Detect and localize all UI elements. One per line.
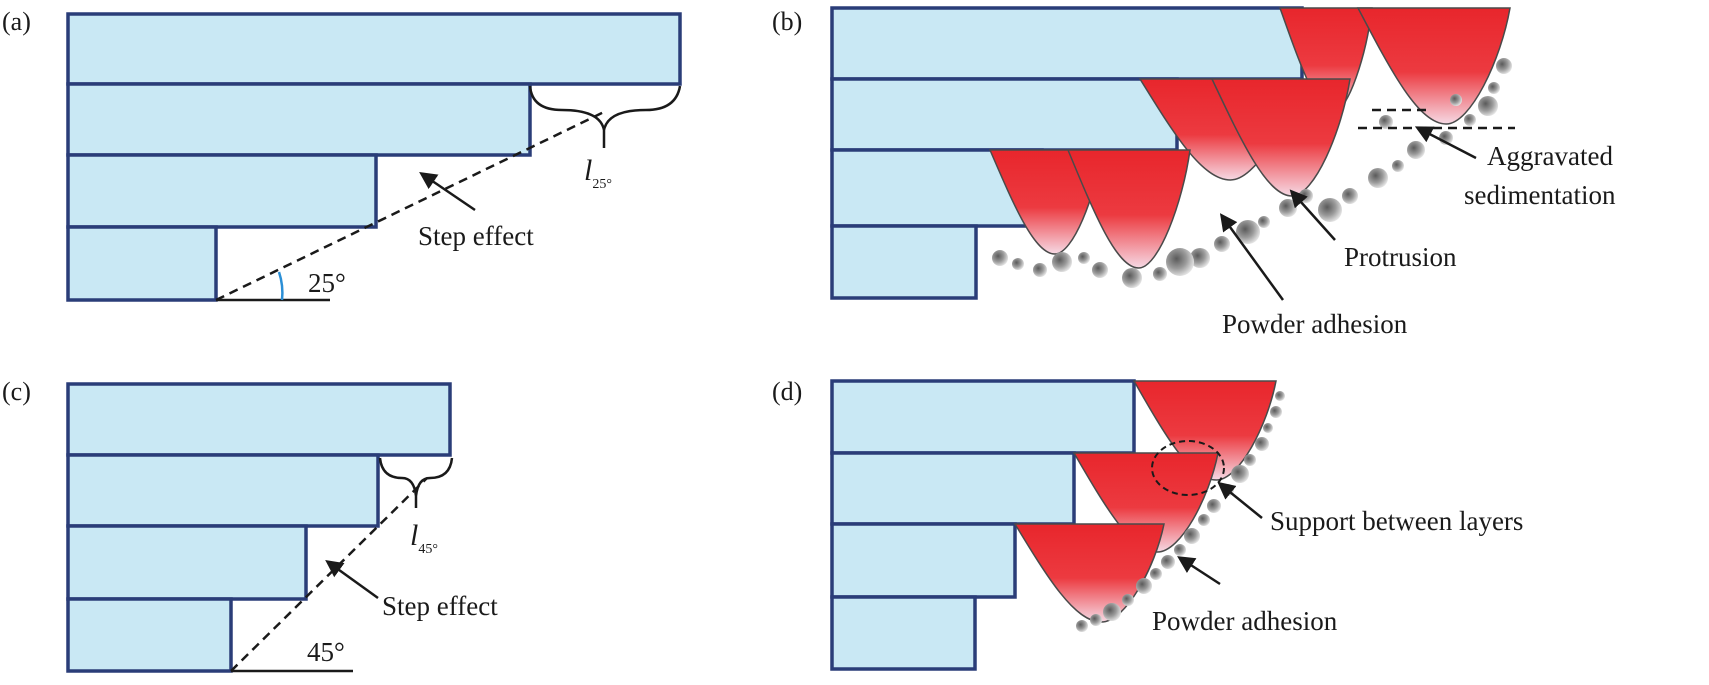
support-label: Support between layers: [1270, 506, 1523, 536]
melt-pool: [1132, 380, 1277, 481]
panel-c-letter: (c): [2, 377, 31, 406]
powder-particle: [1318, 198, 1342, 222]
inclination-line: [215, 110, 605, 302]
powder-particle: [1198, 514, 1210, 526]
powder-particle: [1012, 258, 1024, 270]
panel-a: (a) Step effect 25° l25°: [2, 7, 682, 302]
panel-a-letter: (a): [2, 7, 31, 36]
protrusion-label: Protrusion: [1344, 242, 1457, 272]
powder-particle: [1407, 141, 1425, 159]
powder-particle: [1263, 423, 1273, 433]
layer-2: [830, 451, 1076, 526]
powder-particle: [1379, 115, 1393, 129]
powder-particle: [1244, 454, 1256, 466]
powder-adhesion-arrow: [1177, 556, 1221, 586]
powder-particle: [1153, 267, 1167, 281]
layer-4: [830, 224, 978, 300]
powder-particle: [1150, 568, 1162, 580]
powder-particle: [1161, 555, 1175, 569]
melt-pools: [1013, 380, 1277, 623]
layer-1: [66, 12, 682, 86]
powder-particle: [1255, 437, 1269, 451]
powder-particle: [1136, 578, 1152, 594]
powder-particle: [1190, 248, 1210, 268]
layer-3: [66, 524, 308, 601]
powder-particle: [1236, 220, 1260, 244]
aggravated-sedimentation-arrow: [1414, 126, 1477, 160]
powder-particle: [1207, 499, 1221, 513]
powder-adhesion-label: Powder adhesion: [1222, 309, 1408, 339]
powder-particle: [992, 250, 1008, 266]
powder-particle: [1258, 216, 1270, 228]
powder-particle: [1078, 252, 1090, 264]
powder-particle: [1214, 236, 1230, 252]
layer-1: [830, 379, 1136, 455]
powder-particle: [1464, 114, 1476, 126]
layer-1: [66, 382, 452, 457]
step-length-brace: [528, 85, 682, 148]
powder-particle: [1392, 160, 1404, 172]
step-length-label: l45°: [410, 519, 438, 557]
melt-pool: [1072, 452, 1219, 553]
layer-4: [66, 225, 218, 302]
powder-particles: [1076, 391, 1285, 632]
layer-4: [66, 597, 233, 673]
powder-particle: [1342, 188, 1358, 204]
powder-particle: [1174, 544, 1186, 556]
powder-particle: [1496, 58, 1512, 74]
layer-3: [66, 153, 378, 229]
powder-particle: [1275, 391, 1285, 401]
panel-b-letter: (b): [772, 7, 802, 36]
powder-particle: [1103, 603, 1121, 621]
melt-pool: [1013, 523, 1165, 623]
step-effect-label: Step effect: [382, 591, 498, 621]
powder-particle: [1270, 406, 1282, 418]
step-length-brace: [378, 457, 454, 508]
aggravated-label-line2: sedimentation: [1464, 180, 1616, 210]
panel-b: (b) Aggravated sedimentation Protrusion …: [772, 6, 1616, 339]
angle-label: 45°: [307, 637, 345, 667]
layer-1: [830, 6, 1304, 81]
step-length-label: l25°: [584, 154, 612, 192]
panel-d-letter: (d): [772, 377, 802, 406]
layer-2: [66, 82, 532, 157]
powder-particle: [1076, 620, 1088, 632]
powder-particle: [1166, 248, 1194, 276]
melt-pools: [988, 7, 1511, 269]
powder-adhesion-arrow: [1219, 213, 1285, 301]
powder-particle: [1478, 96, 1498, 116]
powder-particle: [1279, 199, 1297, 217]
protrusion-arrow: [1289, 189, 1336, 241]
layer-4: [830, 595, 977, 671]
layer-2: [66, 453, 380, 528]
panel-d: (d) Support between layers Powder adhesi…: [772, 377, 1523, 671]
powder-particle: [1450, 94, 1462, 106]
panel-c: (c) Step effect 45° l45°: [2, 377, 498, 673]
step-effect-label: Step effect: [418, 221, 534, 251]
powder-particle: [1368, 168, 1388, 188]
step-effect-arrow: [325, 559, 379, 600]
support-region-ellipse: [1151, 440, 1225, 496]
powder-particle: [1052, 252, 1072, 272]
powder-particle: [1122, 594, 1134, 606]
aggravated-label-line1: Aggravated: [1487, 141, 1613, 171]
angle-label: 25°: [308, 268, 346, 298]
powder-particle: [1092, 262, 1108, 278]
layer-2: [830, 77, 1179, 152]
melt-pool: [1066, 149, 1191, 269]
step-effect-arrow: [419, 172, 476, 212]
angle-arc: [277, 271, 284, 301]
powder-adhesion-label: Powder adhesion: [1152, 606, 1338, 636]
powder-particle: [1231, 465, 1249, 483]
powder-particle: [1488, 82, 1500, 94]
powder-particle: [1184, 528, 1200, 544]
powder-particle: [1033, 263, 1047, 277]
melt-pool: [1356, 7, 1511, 125]
layer-3: [830, 522, 1017, 599]
powder-particle: [1090, 614, 1102, 626]
support-arrow: [1217, 481, 1263, 519]
powder-particle: [1122, 268, 1142, 288]
